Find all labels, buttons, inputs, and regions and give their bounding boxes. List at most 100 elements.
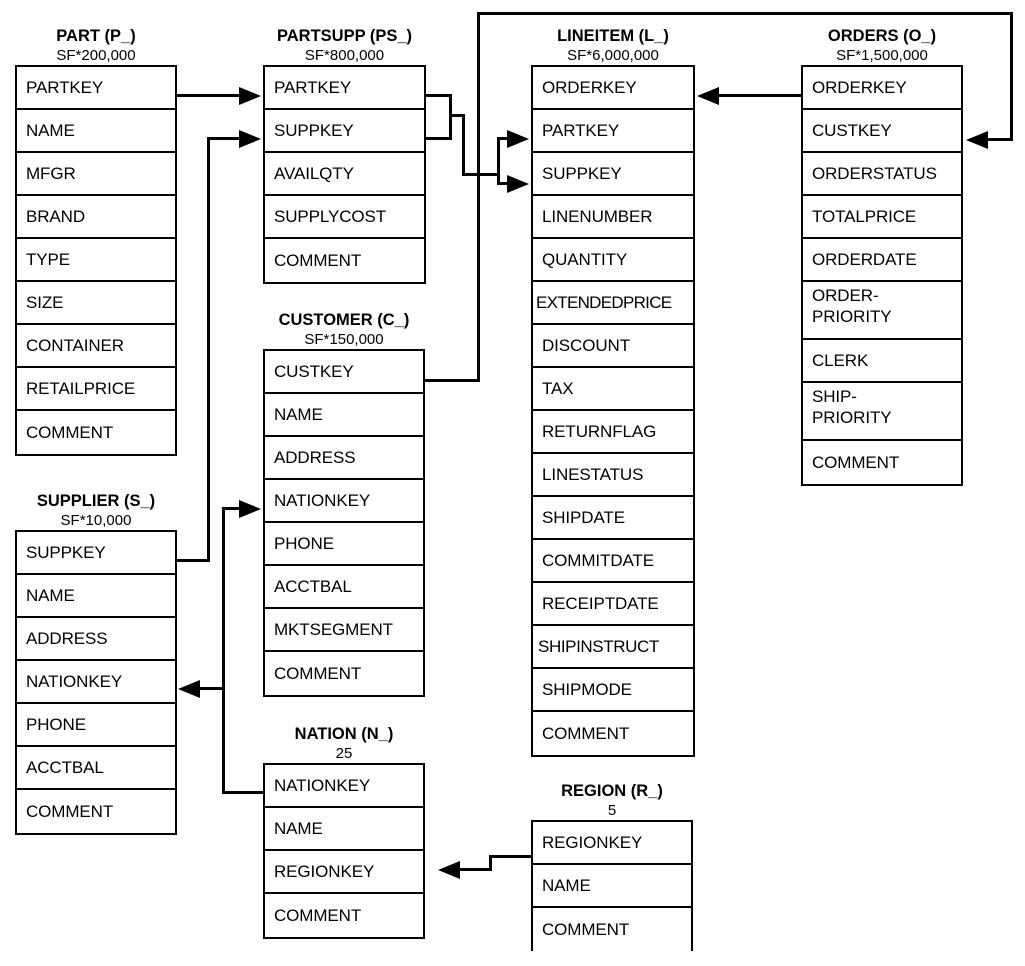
entity-nation-cardinality: 25 [335, 745, 353, 762]
connector-customer-to-orders-vertical-left [477, 12, 480, 382]
connector-customer-to-orders-arrow [966, 131, 988, 149]
connector-nation-trunk-vertical [222, 507, 225, 794]
connector-supplier-to-partsupp-in [207, 137, 239, 140]
field-region-name: NAME [533, 865, 691, 908]
connector-nation-regionkey-in [460, 868, 492, 871]
field-part-partkey: PARTKEY [17, 67, 175, 110]
field-customer-name: NAME [265, 394, 423, 437]
entity-orders: ORDERS (O_) SF*1,500,000 ORDERKEY CUSTKE… [801, 26, 963, 486]
field-lineitem-shipmode: SHIPMODE [533, 669, 693, 712]
field-lineitem-shipinstruct: SHIPINSTRUCT [533, 626, 693, 669]
connector-orders-to-lineitem-arrow [697, 87, 719, 105]
field-part-name: NAME [17, 110, 175, 153]
field-customer-nationkey: NATIONKEY [265, 480, 423, 523]
field-nation-regionkey: REGIONKEY [265, 851, 423, 894]
field-lineitem-returnflag: RETURNFLAG [533, 411, 693, 454]
field-lineitem-extendedprice: EXTENDEDPRICE [533, 282, 693, 325]
field-orders-orderpriority: ORDER- PRIORITY [803, 282, 961, 340]
field-customer-phone: PHONE [265, 523, 423, 566]
connector-lineitem-partkey-in [497, 137, 509, 140]
entity-nation-title: NATION (N_) [294, 725, 394, 743]
entity-partsupp-cardinality: SF*800,000 [304, 47, 385, 64]
connector-part-to-partsupp-arrow [239, 87, 261, 105]
field-part-mfgr: MFGR [17, 153, 175, 196]
entity-supplier-title: SUPPLIER (S_) [36, 492, 156, 510]
entity-part-box: PARTKEY NAME MFGR BRAND TYPE SIZE CONTAI… [15, 65, 177, 456]
field-part-size: SIZE [17, 282, 175, 325]
connector-partsupp-to-lineitem-suppkey-arrow [507, 175, 529, 193]
connector-supplier-nationkey-in [200, 687, 225, 690]
entity-lineitem: LINEITEM (L_) SF*6,000,000 ORDERKEY PART… [531, 26, 695, 757]
field-orders-shippriority-line2: PRIORITY [812, 407, 892, 427]
connector-partsupp-trunk-horizontal [462, 173, 500, 176]
field-orders-shippriority-line1: SHIP- [812, 387, 857, 406]
field-partsupp-suppkey: SUPPKEY [265, 110, 424, 153]
field-orders-orderpriority-line2: PRIORITY [812, 306, 892, 326]
connector-partsupp-merge-vertical [449, 94, 452, 140]
field-customer-custkey: CUSTKEY [265, 351, 423, 394]
entity-nation-box: NATIONKEY NAME REGIONKEY COMMENT [263, 763, 425, 939]
field-supplier-phone: PHONE [17, 704, 175, 747]
field-partsupp-partkey: PARTKEY [265, 67, 424, 110]
field-orders-custkey: CUSTKEY [803, 110, 961, 153]
field-region-regionkey: REGIONKEY [533, 822, 691, 865]
entity-region: REGION (R_) 5 REGIONKEY NAME COMMENT [531, 781, 693, 951]
entity-region-box: REGIONKEY NAME COMMENT [531, 820, 693, 951]
entity-part-cardinality: SF*200,000 [56, 47, 136, 64]
connector-nation-nationkey-out [222, 791, 265, 794]
connector-partsupp-partkey-out [426, 94, 452, 97]
field-supplier-acctbal: ACCTBAL [17, 747, 175, 790]
field-part-comment: COMMENT [26, 422, 114, 442]
connector-nation-to-supplier-arrow [178, 680, 200, 698]
field-supplier-address: ADDRESS [17, 618, 175, 661]
field-nation-comment: COMMENT [274, 905, 362, 925]
entity-supplier-box: SUPPKEY NAME ADDRESS NATIONKEY PHONE ACC… [15, 530, 177, 835]
connector-lineitem-suppkey-in [497, 182, 509, 185]
field-supplier-name: NAME [17, 575, 175, 618]
entity-orders-cardinality: SF*1,500,000 [836, 47, 928, 64]
entity-customer-cardinality: SF*150,000 [304, 331, 384, 348]
field-orders-orderpriority-line1: ORDER- [812, 286, 879, 305]
field-orders-clerk: CLERK [803, 340, 961, 383]
entity-supplier: SUPPLIER (S_) SF*10,000 SUPPKEY NAME ADD… [15, 491, 177, 835]
field-customer-mktsegment: MKTSEGMENT [265, 609, 423, 652]
entity-customer-box: CUSTKEY NAME ADDRESS NATIONKEY PHONE ACC… [263, 349, 425, 697]
field-customer-comment: COMMENT [274, 663, 362, 683]
field-lineitem-discount: DISCOUNT [533, 325, 693, 368]
field-orders-orderkey: ORDERKEY [803, 67, 961, 110]
connector-partsupp-to-lineitem-partkey-arrow [507, 130, 529, 148]
field-lineitem-shipdate: SHIPDATE [533, 497, 693, 540]
field-orders-orderdate: ORDERDATE [803, 239, 961, 282]
connector-orders-custkey-in [988, 138, 1013, 141]
field-orders-totalprice: TOTALPRICE [803, 196, 961, 239]
connector-partsupp-trunk-vertical [462, 114, 465, 176]
connector-region-to-nation-vertical [489, 855, 492, 870]
connector-supplier-to-partsupp-arrow [239, 130, 261, 148]
field-lineitem-partkey: PARTKEY [533, 110, 693, 153]
field-orders-orderstatus: ORDERSTATUS [803, 153, 961, 196]
connector-customer-nationkey-in [222, 507, 239, 510]
field-supplier-suppkey: SUPPKEY [17, 532, 175, 575]
connector-region-regionkey-out [489, 855, 532, 858]
entity-lineitem-box: ORDERKEY PARTKEY SUPPKEY LINENUMBER QUAN… [531, 65, 695, 757]
field-part-brand: BRAND [17, 196, 175, 239]
entity-orders-title: ORDERS (O_) [827, 27, 937, 45]
field-partsupp-availqty: AVAILQTY [265, 153, 424, 196]
entity-partsupp: PARTSUPP (PS_) SF*800,000 PARTKEY SUPPKE… [263, 26, 426, 284]
field-part-retailprice: RETAILPRICE [17, 368, 175, 411]
entity-supplier-cardinality: SF*10,000 [60, 512, 132, 529]
entity-lineitem-cardinality: SF*6,000,000 [567, 47, 659, 64]
field-lineitem-suppkey: SUPPKEY [533, 153, 693, 196]
field-customer-address: ADDRESS [265, 437, 423, 480]
field-lineitem-tax: TAX [533, 368, 693, 411]
connector-nation-to-customer-arrow [239, 500, 261, 518]
field-part-type: TYPE [17, 239, 175, 282]
connector-region-to-nation-arrow [438, 861, 460, 879]
entity-partsupp-box: PARTKEY SUPPKEY AVAILQTY SUPPLYCOST COMM… [263, 65, 426, 284]
field-lineitem-orderkey: ORDERKEY [533, 67, 693, 110]
connector-partsupp-suppkey-out [426, 137, 452, 140]
field-supplier-comment: COMMENT [26, 801, 114, 821]
field-lineitem-comment: COMMENT [542, 723, 630, 743]
connector-partsupp-merge-step [449, 114, 465, 117]
